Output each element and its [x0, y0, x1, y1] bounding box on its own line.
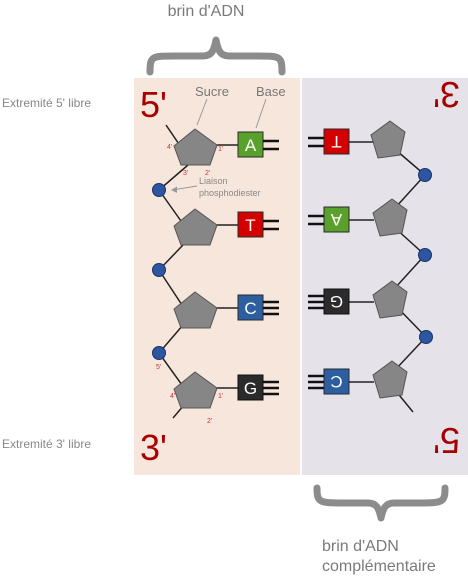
hydrogen-bonds: [308, 374, 324, 390]
carbon-4-top: 4': [167, 144, 172, 151]
base-letter: T: [331, 132, 341, 151]
hydrogen-bonds: [263, 219, 279, 231]
base-G-box: [237, 374, 264, 401]
base-A-box: [237, 131, 264, 158]
sugar-pentagon: [372, 198, 408, 237]
phosphate-left-2: [152, 263, 166, 277]
top-strand-label: brin d'ADN: [168, 3, 245, 20]
right-nucleotide-3: G: [308, 280, 408, 319]
phosphate-right-2: [418, 248, 432, 262]
hydrogen-bonds: [308, 136, 324, 148]
base-letter: G: [244, 379, 257, 398]
end-marker-left-top: 5': [140, 84, 167, 125]
bottom-strand-label-line1: brin d'ADN: [322, 538, 399, 555]
hydrogen-bonds: [263, 380, 279, 396]
sugar-pentagon: [372, 280, 408, 319]
right-nucleotide-2: A: [308, 198, 408, 237]
right-nucleotide-4: C: [308, 360, 408, 399]
base-letter: C: [330, 372, 342, 391]
base-letter: A: [245, 136, 257, 155]
end-marker-right-bottom: 5': [433, 420, 460, 461]
carbon-4-bottom: 4': [170, 393, 175, 400]
left-strand-panel: [134, 78, 300, 475]
base-letter: T: [245, 216, 255, 235]
carbon-3-top: 3': [183, 170, 188, 177]
hydrogen-bonds: [263, 300, 279, 316]
liaison-label-line1: Liaison: [199, 176, 228, 186]
base-letter: A: [330, 210, 342, 229]
hydrogen-bonds: [308, 294, 324, 310]
carbon-2-top: 2': [205, 170, 210, 177]
liaison-label-line2: phosphodiester: [199, 188, 261, 198]
phosphate-right-1: [418, 168, 432, 182]
end-marker-right-top: 3': [433, 74, 460, 115]
sugar-pentagon: [173, 208, 218, 246]
carbon-5-bottom: 5': [156, 364, 161, 371]
carbon-1-bottom: 1': [218, 393, 223, 400]
top-brace: [146, 36, 286, 76]
liaison-arrowhead: [171, 186, 177, 193]
left-nucleotide-4: G: [173, 371, 279, 409]
sugar-pentagon: [173, 128, 218, 166]
base-C-box: [237, 294, 264, 321]
carbon-1-top: 1': [218, 146, 223, 153]
sugar-pentagon: [370, 120, 406, 159]
phosphate-right-3: [419, 330, 433, 344]
base-label: Base: [256, 84, 286, 99]
left-nucleotide-3: C: [173, 291, 279, 329]
end-3-free-label: Extremité 3' libre: [2, 437, 91, 451]
bottom-brace: [313, 484, 449, 522]
sugar-pointer: [196, 98, 208, 126]
base-T-box: [237, 211, 264, 238]
sugar-label: Sucre: [195, 84, 229, 99]
base-A-box: [323, 206, 350, 233]
base-T-box: [323, 128, 350, 155]
sugar-pentagon: [173, 371, 218, 409]
sugar-pentagon: [372, 360, 408, 399]
right-nucleotide-1: T: [308, 120, 406, 159]
phosphate-groups: [152, 168, 433, 360]
base-letter: C: [244, 299, 256, 318]
carbon-2-bottom: 2': [207, 418, 212, 425]
hydrogen-bonds: [308, 214, 324, 226]
hydrogen-bonds: [263, 139, 279, 151]
end-marker-left-bottom: 3': [140, 427, 167, 468]
base-pointer: [255, 98, 267, 129]
bottom-strand-label-line2: complémentaire: [322, 558, 436, 575]
phosphate-left-1: [152, 183, 166, 197]
end-5-free-label: Extremité 5' libre: [2, 96, 91, 110]
left-nucleotide-1: A: [173, 128, 279, 166]
sugar-pentagon: [173, 291, 218, 329]
base-C-box: [323, 368, 350, 395]
base-letter: G: [330, 292, 343, 311]
base-G-box: [323, 288, 350, 315]
phosphate-left-3: [152, 346, 166, 360]
left-nucleotide-2: T: [173, 208, 279, 246]
